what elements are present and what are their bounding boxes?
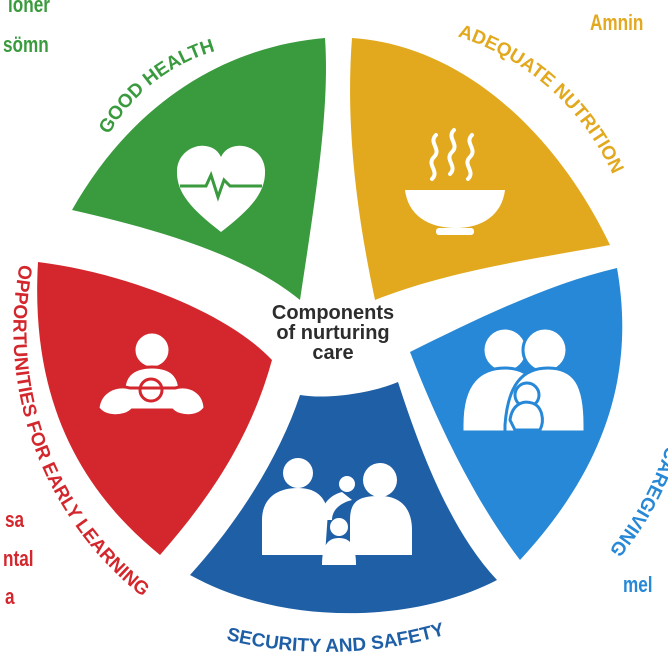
family-shelter-icon — [262, 458, 412, 565]
center-title-line-3: care — [312, 342, 354, 364]
background-text-bottom-right: mel — [623, 572, 653, 597]
background-text-bottom-left-3: a — [5, 584, 15, 609]
child-playing-icon — [96, 330, 207, 418]
background-text-top-left-2: sömn — [3, 32, 49, 57]
background-text-bottom-left-2: ntal — [3, 546, 34, 571]
security-safety-label-text: SECURITY AND SAFETY — [225, 619, 447, 657]
background-text-bottom-left-1: sa — [5, 507, 25, 532]
center-title: Components of nurturing care — [233, 303, 433, 363]
parents-holding-baby-icon — [460, 326, 587, 434]
background-text-top-left-1: ioner — [8, 0, 50, 17]
center-title-line-1: Components — [271, 302, 395, 324]
soup-bowl-icon — [405, 128, 505, 235]
center-title-line-2: of nurturing — [276, 322, 390, 344]
security-safety-label: SECURITY AND SAFETY — [225, 619, 447, 657]
heart-pulse-icon — [176, 145, 266, 232]
petal-adequate-nutrition — [350, 38, 610, 300]
background-text-top-right: Amnin — [590, 10, 644, 35]
